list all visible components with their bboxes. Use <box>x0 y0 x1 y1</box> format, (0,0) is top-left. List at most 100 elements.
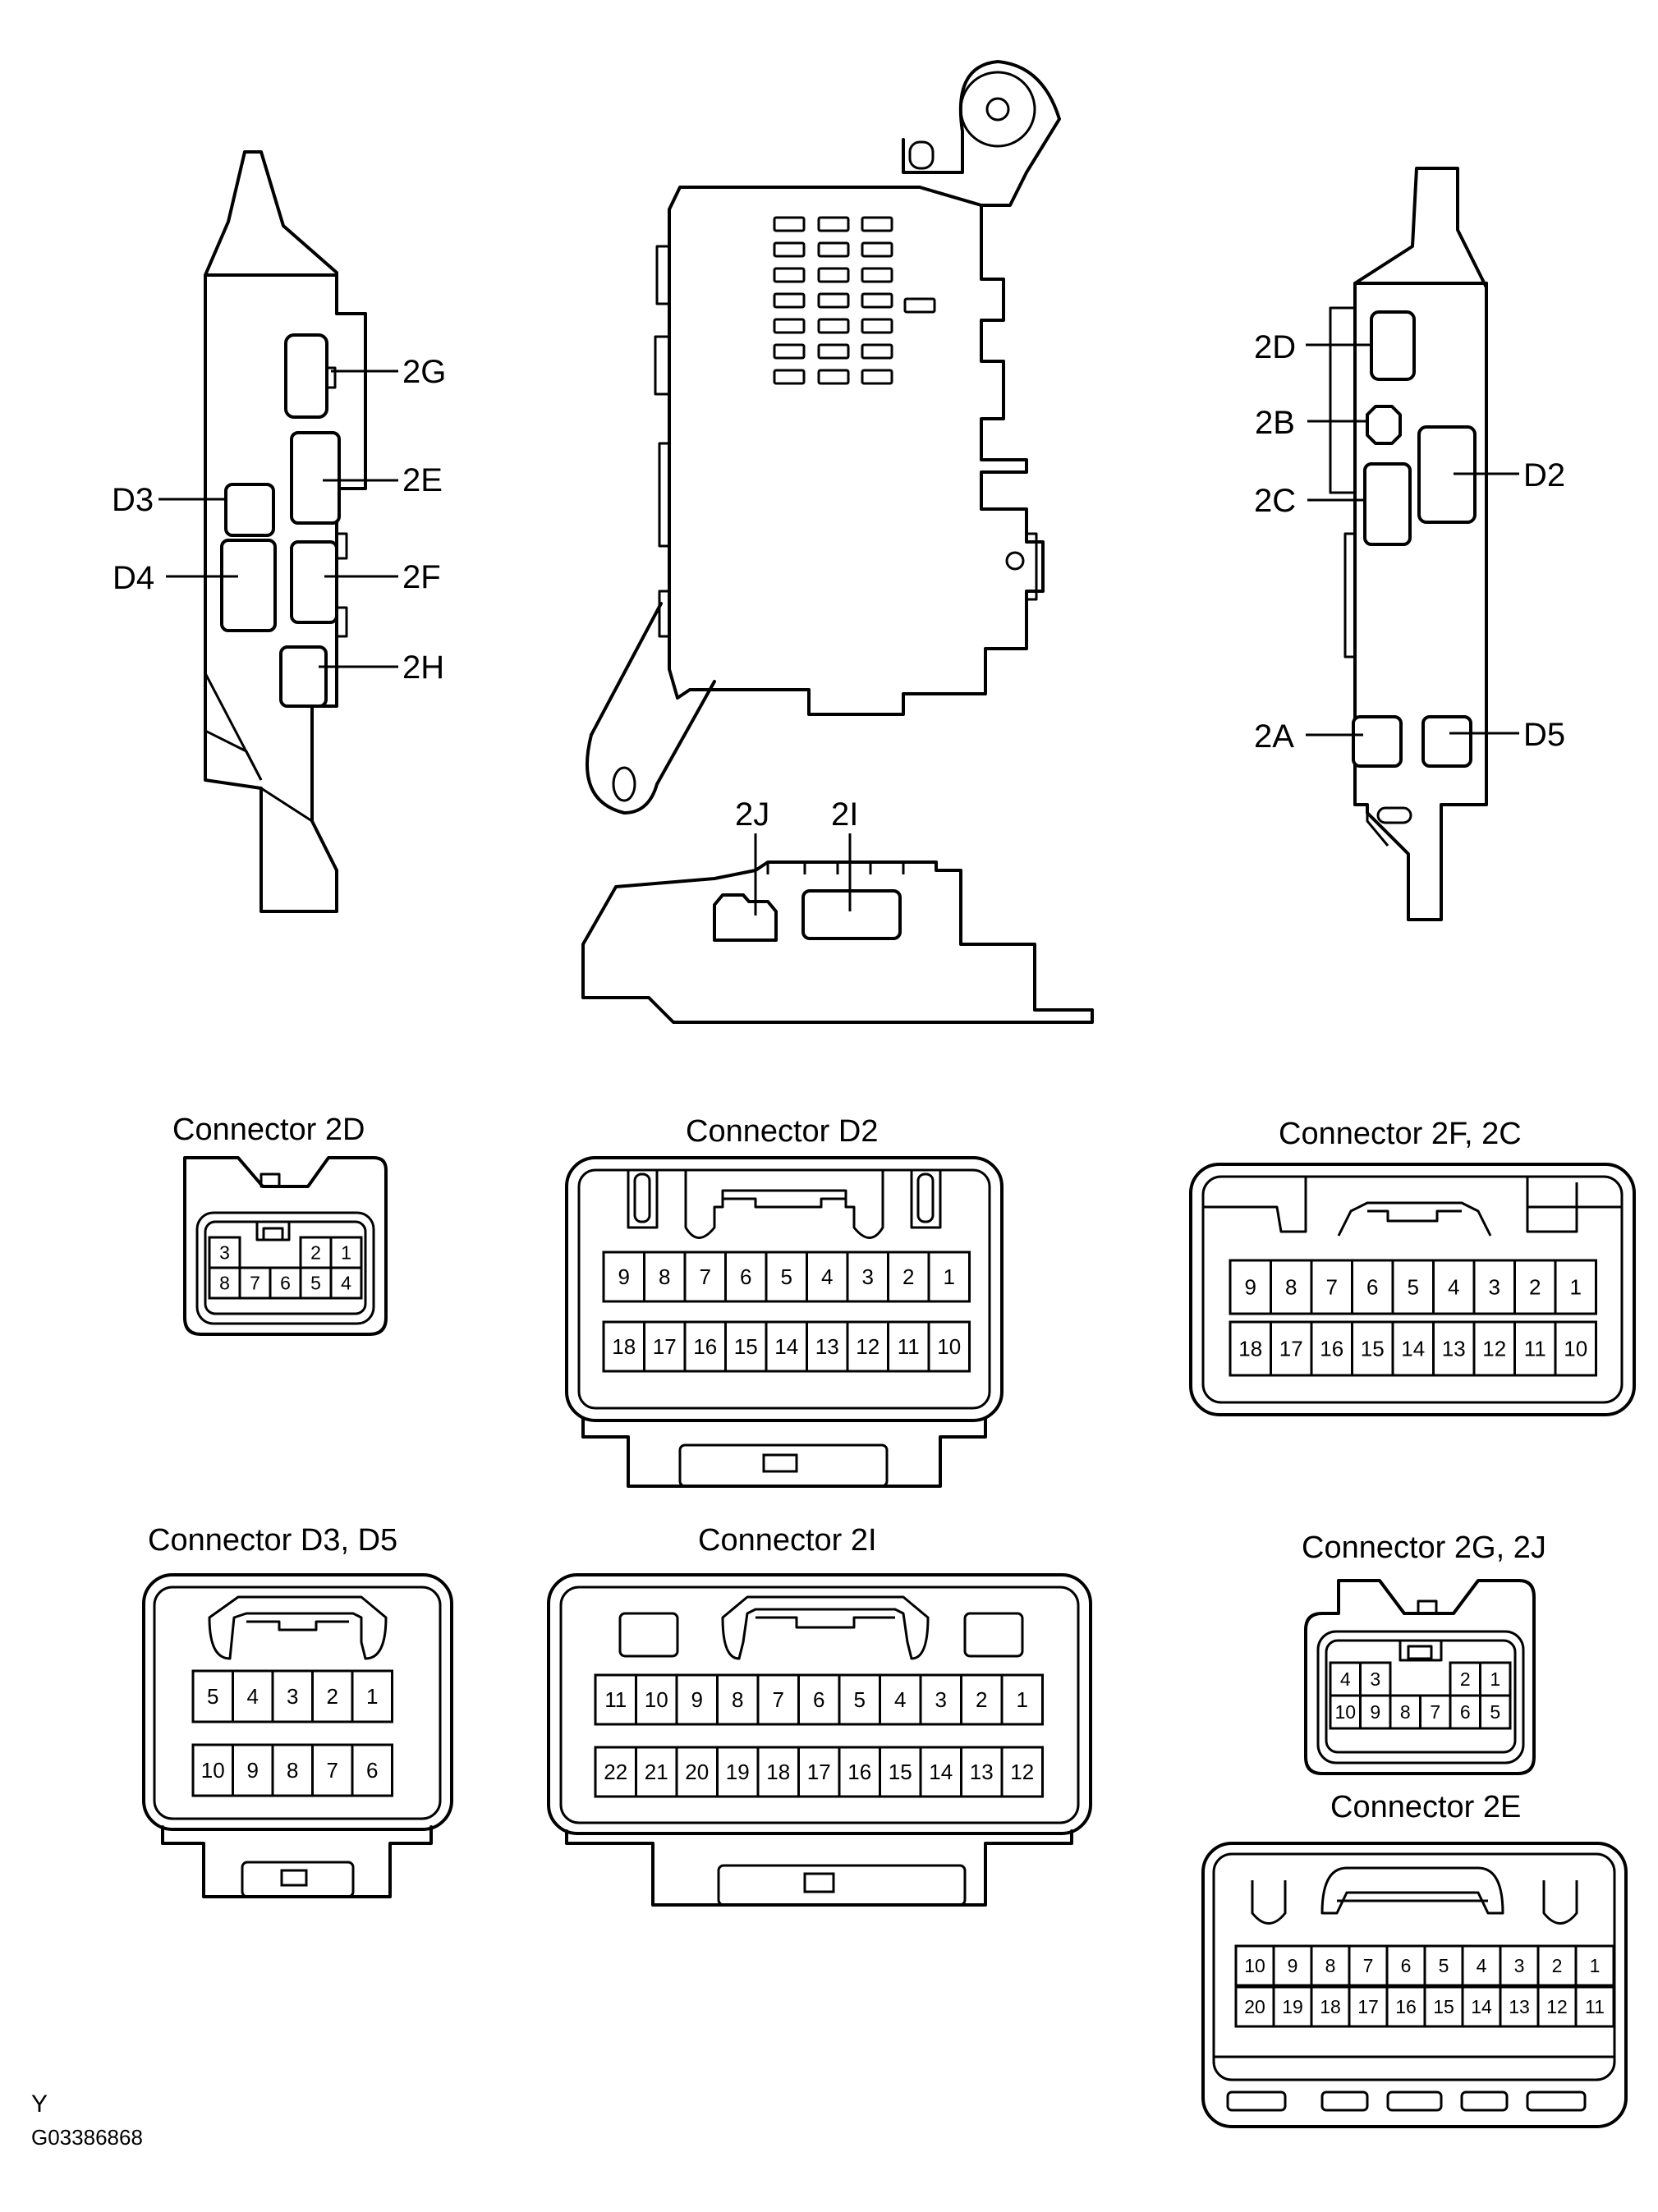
pin-number: 7 <box>700 1264 711 1289</box>
pin-cell <box>919 1746 962 1798</box>
pin-number: 16 <box>847 1760 871 1784</box>
pin-number: 5 <box>781 1264 792 1289</box>
pin-cell <box>1310 1320 1353 1377</box>
pin-cell <box>635 1746 678 1798</box>
pin-cell <box>887 1320 930 1373</box>
pin-number: 14 <box>1471 1996 1492 2017</box>
pin-number: 21 <box>645 1760 668 1784</box>
pin-number: 7 <box>250 1273 260 1294</box>
pin-number: 7 <box>1363 1955 1374 1976</box>
pin-cell <box>1351 1259 1394 1315</box>
pin-cell <box>1423 1944 1464 1987</box>
pin-number: 10 <box>1244 1955 1265 1976</box>
pin-number: 8 <box>1325 1955 1336 1976</box>
callout-2I: 2I <box>831 796 858 833</box>
pin-cell <box>1329 1661 1362 1697</box>
pin-cell <box>602 1251 645 1303</box>
pin-number: 7 <box>1326 1275 1338 1300</box>
connector-2I-title: Connector 2I <box>698 1523 877 1558</box>
pin-cell <box>846 1251 889 1303</box>
pin-cell <box>329 1266 363 1300</box>
connector-D3-D5-title: Connector D3, D5 <box>148 1523 397 1558</box>
pin-cell <box>191 1743 234 1797</box>
pin-number: 2 <box>1460 1668 1471 1690</box>
pin-number: 3 <box>1514 1955 1525 1976</box>
pin-number: 2 <box>976 1687 987 1712</box>
pin-number: 10 <box>1334 1701 1356 1723</box>
pin-cell <box>716 1746 760 1798</box>
pin-cell <box>311 1743 354 1797</box>
pin-cell <box>269 1266 302 1300</box>
pin-number: 8 <box>732 1687 743 1712</box>
pin-number: 9 <box>618 1264 630 1289</box>
pin-cell <box>960 1746 1004 1798</box>
pin-cell <box>299 1236 333 1269</box>
pin-cell <box>1499 1944 1540 1987</box>
pin-cell <box>716 1673 760 1726</box>
pin-number: 19 <box>726 1760 750 1784</box>
pin-number: 4 <box>1448 1275 1459 1300</box>
pin-number: 9 <box>1245 1275 1256 1300</box>
connector-2D-title: Connector 2D <box>172 1113 365 1147</box>
pin-cell <box>1234 1985 1275 2028</box>
pin-number: 8 <box>219 1273 230 1294</box>
pin-cell <box>1461 1985 1502 2028</box>
pin-cell <box>927 1320 971 1373</box>
pin-cell <box>238 1266 272 1300</box>
callout-D2: D2 <box>1523 457 1565 493</box>
callout-2J: 2J <box>735 796 769 833</box>
pin-cell <box>1554 1320 1597 1377</box>
callout-D5: D5 <box>1523 717 1565 753</box>
pin-number: 6 <box>813 1687 824 1712</box>
pin-number: 13 <box>1442 1337 1466 1361</box>
pin-number: 16 <box>693 1334 717 1359</box>
pin-number: 3 <box>219 1242 230 1264</box>
pin-cell <box>1351 1320 1394 1377</box>
pin-cell <box>1574 1944 1615 1987</box>
pin-cell <box>1385 1944 1426 1987</box>
pin-cell <box>1423 1985 1464 2028</box>
pin-number: 16 <box>1320 1337 1343 1361</box>
pin-number: 5 <box>854 1687 866 1712</box>
pin-number: 1 <box>1490 1668 1500 1690</box>
pin-number: 3 <box>287 1684 298 1709</box>
pin-number: 1 <box>341 1242 351 1264</box>
pin-number: 8 <box>1285 1275 1297 1300</box>
pin-number: 14 <box>1401 1337 1425 1361</box>
callout-2G: 2G <box>402 354 446 390</box>
callout-2H: 2H <box>402 649 444 686</box>
pin-number: 15 <box>1361 1337 1385 1361</box>
pin-number: 2 <box>1552 1955 1563 1976</box>
pin-cell <box>1270 1259 1313 1315</box>
pin-number: 9 <box>1370 1701 1380 1723</box>
pin-number: 18 <box>766 1760 790 1784</box>
pin-number: 20 <box>1244 1996 1265 2017</box>
pin-number: 17 <box>653 1334 677 1359</box>
footer-letter: Y <box>31 2090 48 2118</box>
pin-number: 7 <box>327 1758 338 1783</box>
callout-2B: 2B <box>1255 405 1295 441</box>
pin-cell <box>919 1673 962 1726</box>
pin-number: 10 <box>645 1687 668 1712</box>
pin-number: 2 <box>310 1242 321 1264</box>
pin-number: 1 <box>1590 1955 1601 1976</box>
pin-number: 10 <box>937 1334 961 1359</box>
pin-number: 17 <box>1357 1996 1379 2017</box>
pin-cell <box>1536 1985 1578 2028</box>
pin-number: 5 <box>207 1684 218 1709</box>
pin-number: 12 <box>1482 1337 1506 1361</box>
pin-number: 6 <box>740 1264 751 1289</box>
pin-number: 6 <box>1401 1955 1412 1976</box>
pin-number: 4 <box>341 1273 351 1294</box>
pin-number: 3 <box>862 1264 874 1289</box>
pin-cell <box>724 1251 768 1303</box>
pin-cell <box>1000 1746 1044 1798</box>
callout-2C: 2C <box>1254 483 1296 519</box>
pin-cell <box>602 1320 645 1373</box>
pin-cell <box>1270 1320 1313 1377</box>
pin-cell <box>765 1320 808 1373</box>
